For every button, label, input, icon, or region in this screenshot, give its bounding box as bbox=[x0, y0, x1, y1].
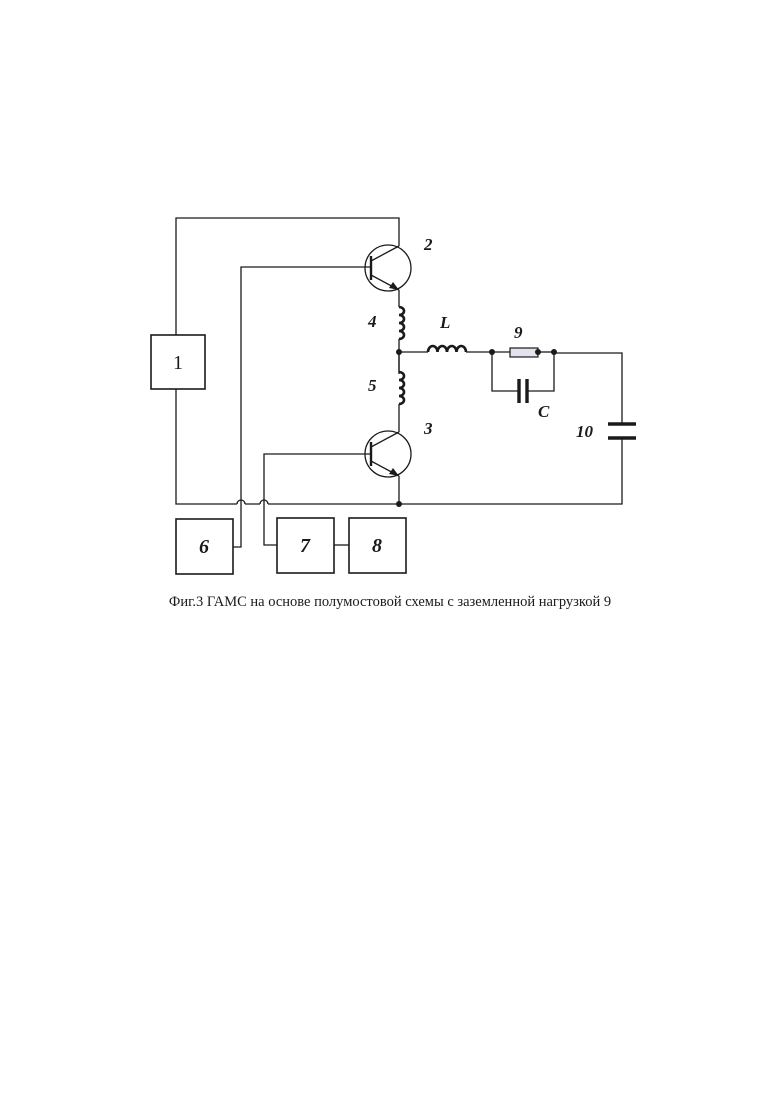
junction-left-parallel bbox=[489, 349, 495, 355]
block-6: 6 bbox=[176, 519, 233, 574]
junction-right-branch bbox=[551, 349, 557, 355]
junction-right-parallel bbox=[535, 349, 541, 355]
block-1-label: 1 bbox=[173, 352, 183, 374]
block-7-label: 7 bbox=[300, 535, 311, 557]
inductor-4: 4 bbox=[367, 307, 404, 339]
load-9-body bbox=[510, 348, 538, 357]
inductor-5: 5 bbox=[368, 372, 404, 404]
wire-to-capacitor-10 bbox=[554, 353, 622, 424]
junction-ground bbox=[396, 501, 402, 507]
load-9: 9 bbox=[510, 323, 538, 357]
block-6-label: 6 bbox=[199, 536, 209, 558]
capacitor-10: 10 bbox=[576, 422, 636, 441]
inductor-L-label: L bbox=[439, 313, 450, 332]
load-9-label: 9 bbox=[514, 323, 523, 342]
transistor-2-label: 2 bbox=[423, 235, 433, 254]
junction-midpoint bbox=[396, 349, 402, 355]
wiring bbox=[176, 218, 622, 547]
inductor-4-label: 4 bbox=[367, 312, 377, 331]
wire-drive-upper bbox=[233, 267, 371, 547]
inductor-5-label: 5 bbox=[368, 376, 377, 395]
block-8: 8 bbox=[349, 518, 406, 573]
capacitor-C: C bbox=[519, 379, 550, 421]
block-7: 7 bbox=[277, 518, 334, 573]
capacitor-10-label: 10 bbox=[576, 422, 594, 441]
transistor-3-emitter-arrow bbox=[389, 468, 399, 476]
wire-parallel-branch bbox=[492, 352, 554, 391]
capacitor-C-label: C bbox=[538, 402, 550, 421]
transistor-3-label: 3 bbox=[423, 419, 433, 438]
figure-caption: Фиг.3 ГАМС на основе полумостовой схемы … bbox=[0, 594, 780, 611]
block-8-label: 8 bbox=[372, 535, 382, 557]
block-1: 1 bbox=[151, 335, 205, 389]
wire-supply-top bbox=[176, 218, 399, 335]
inductor-L: L bbox=[428, 313, 466, 352]
junction-dots bbox=[396, 349, 557, 507]
transistor-2-emitter-arrow bbox=[389, 282, 399, 290]
